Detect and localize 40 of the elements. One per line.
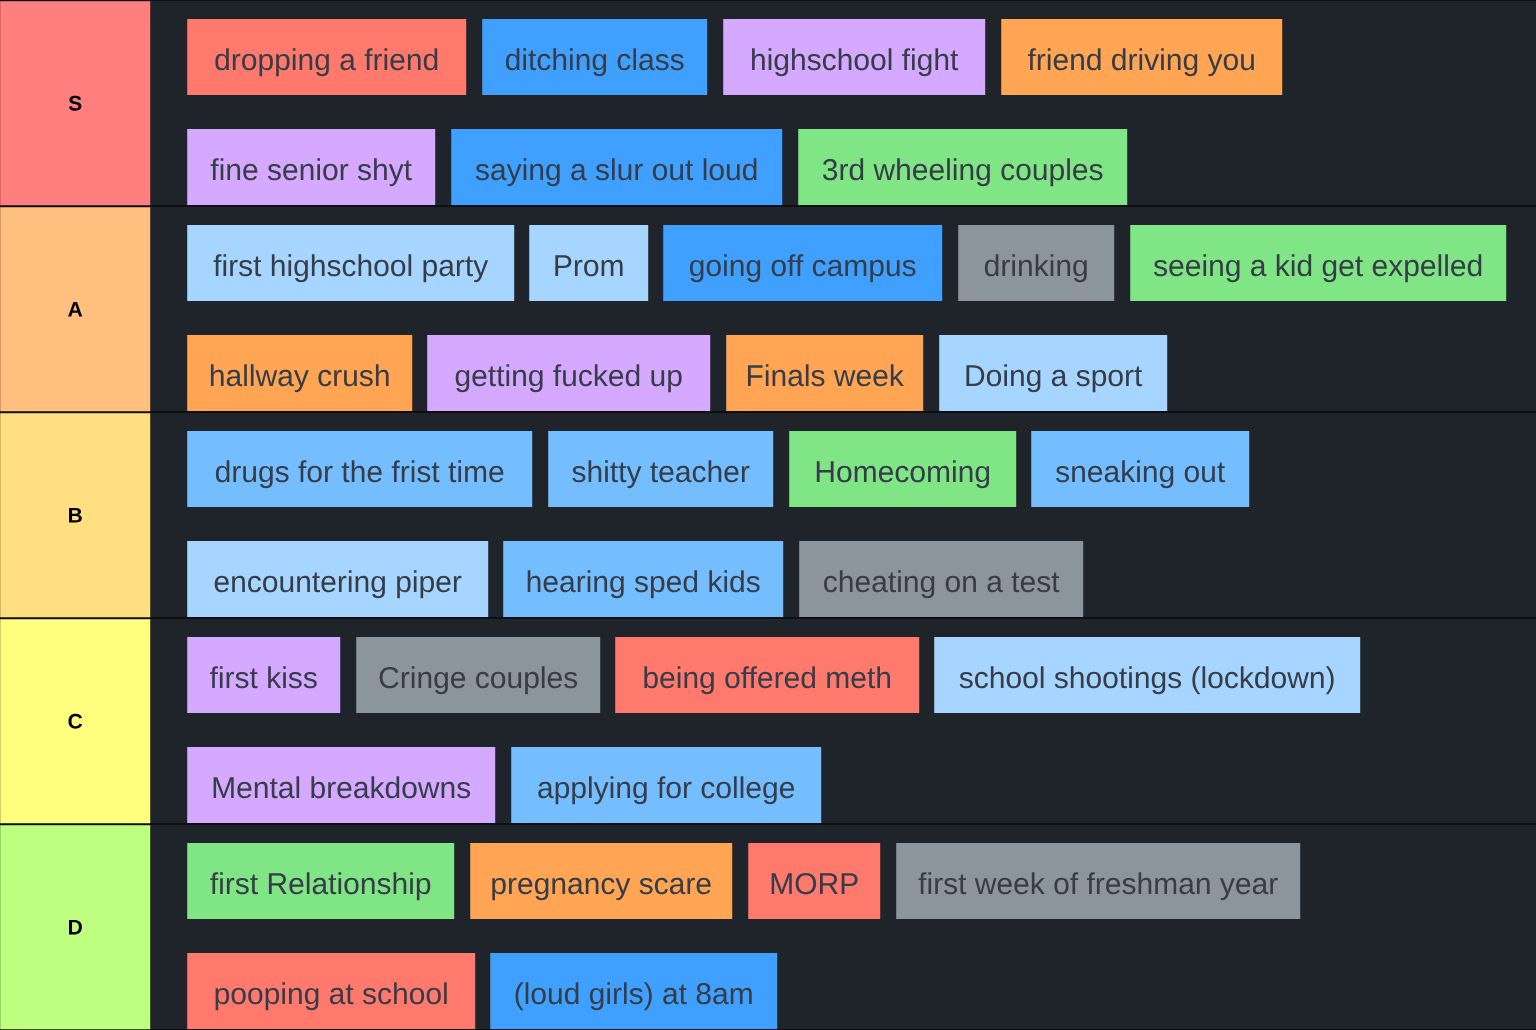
item-tile: first week of freshman year xyxy=(896,843,1301,919)
item-tile: fine senior shyt xyxy=(187,129,436,205)
item-tile: highschool fight xyxy=(723,19,986,95)
item-tile: 3rd wheeling couples xyxy=(798,129,1128,205)
tier-label: D xyxy=(0,825,151,1030)
item-tile: Prom xyxy=(529,225,649,301)
item-tile: shitty teacher xyxy=(548,431,774,507)
item-tile: getting fucked up xyxy=(427,335,711,411)
item-tile: dropping a friend xyxy=(187,19,467,95)
item-tile: Doing a sport xyxy=(939,335,1168,411)
item-tile: first kiss xyxy=(187,637,341,713)
item-tile: friend driving you xyxy=(1001,19,1283,95)
item-tile: being offered meth xyxy=(615,637,920,713)
item-tile: drinking xyxy=(958,225,1115,301)
tier-label: S xyxy=(0,1,151,206)
tier-label: B xyxy=(0,413,151,618)
item-tile: first highschool party xyxy=(187,225,515,301)
item-tile: (loud girls) at 8am xyxy=(490,953,778,1029)
item-tile: going off campus xyxy=(663,225,943,301)
item-tile: hallway crush xyxy=(187,335,413,411)
item-tile: Cringe couples xyxy=(356,637,601,713)
item-tile: encountering piper xyxy=(187,541,489,617)
item-tile: ditching class xyxy=(482,19,708,95)
item-tile: Homecoming xyxy=(789,431,1017,507)
item-tile: school shootings (lockdown) xyxy=(934,637,1361,713)
item-tile: seeing a kid get expelled xyxy=(1130,225,1507,301)
item-tile: Finals week xyxy=(726,335,924,411)
item-tile: Mental breakdowns xyxy=(187,747,496,823)
item-tile: hearing sped kids xyxy=(503,541,784,617)
item-tile: pooping at school xyxy=(187,953,476,1029)
item-tile: MORP xyxy=(748,843,881,919)
item-tile: drugs for the frist time xyxy=(187,431,533,507)
item-tile: saying a slur out loud xyxy=(451,129,783,205)
item-tile: pregnancy scare xyxy=(470,843,733,919)
tier-label: C xyxy=(0,619,151,824)
item-tile: cheating on a test xyxy=(799,541,1084,617)
item-tile: first Relationship xyxy=(187,843,455,919)
tier-label: A xyxy=(0,207,151,412)
item-tile: sneaking out xyxy=(1031,431,1250,507)
item-tile: applying for college xyxy=(511,747,822,823)
